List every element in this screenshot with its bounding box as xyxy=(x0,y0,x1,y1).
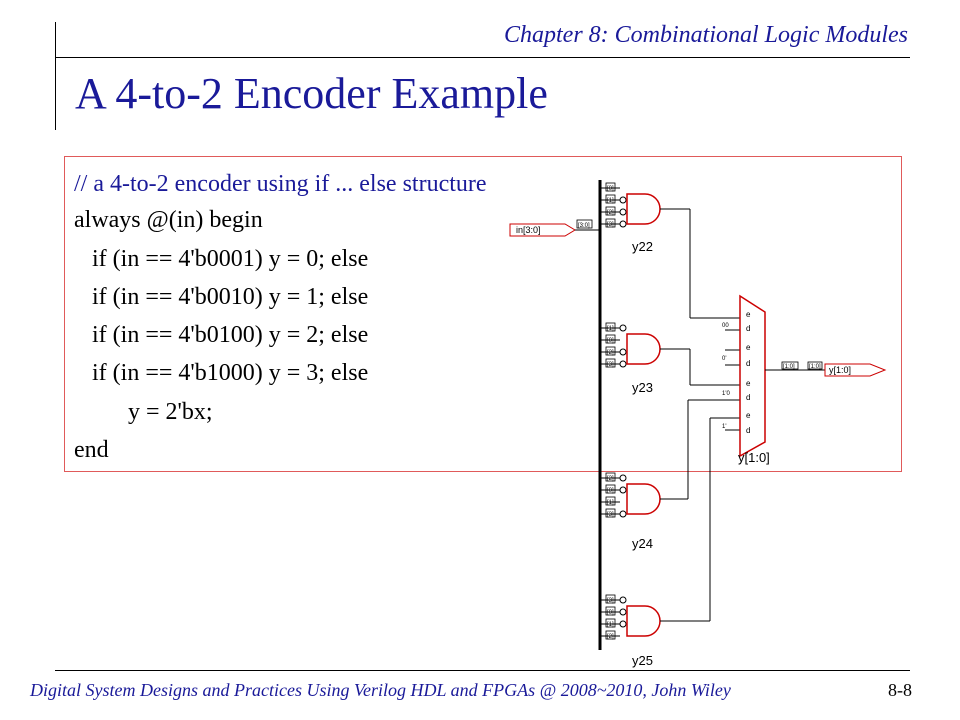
code-line: y = 2'bx; xyxy=(74,399,213,425)
title-bar xyxy=(55,22,56,130)
gate-pin-label: [3] xyxy=(607,362,614,368)
mux-data-label: 00 xyxy=(722,323,729,329)
and-gate-y22 xyxy=(600,182,690,228)
slide-title: A 4-to-2 Encoder Example xyxy=(75,69,548,118)
code-line: if (in == 4'b1000) y = 3; else xyxy=(74,360,369,386)
output-port-label: y[1:0] xyxy=(829,365,851,375)
header-rule xyxy=(55,57,910,58)
output-port xyxy=(824,363,887,377)
input-port xyxy=(509,223,576,237)
output-bus-label: [1:0] xyxy=(783,364,795,370)
gate-name-y25: y25 xyxy=(632,653,653,668)
code-line: end xyxy=(74,437,109,463)
and-gate-y24 xyxy=(600,472,688,518)
gate-pin-label: [3] xyxy=(607,512,614,518)
gate-name-y24: y24 xyxy=(632,536,653,551)
gate-pin-label: [3] xyxy=(607,598,614,604)
code-box xyxy=(64,156,902,472)
gate-name-y22: y22 xyxy=(632,239,653,254)
gate-pin-label: [3] xyxy=(607,222,614,228)
code-line: // a 4-to-2 encoder using if ... else st… xyxy=(74,171,487,197)
mux-pin-e: e xyxy=(746,379,751,388)
gate-pin-label: [2] xyxy=(607,476,614,482)
gate-pin-label: [1] xyxy=(607,326,614,332)
mux-pin-e: e xyxy=(746,310,751,319)
mux-pin-e: e xyxy=(746,343,751,352)
mux-name: y[1:0] xyxy=(738,450,770,465)
code-line: if (in == 4'b0100) y = 2; else xyxy=(74,322,369,348)
code-line: if (in == 4'b0010) y = 1; else xyxy=(74,284,369,310)
mux-pin-d: d xyxy=(746,359,750,368)
input-bus-tag xyxy=(576,219,593,229)
input-port-label: in[3:0] xyxy=(516,225,541,235)
chapter-header: Chapter 8: Combinational Logic Modules xyxy=(504,22,908,48)
footer-text: Digital System Designs and Practices Usi… xyxy=(30,680,731,700)
and-gate-y25 xyxy=(600,594,710,640)
gate-pin-label: [0] xyxy=(607,488,614,494)
footer-rule xyxy=(55,670,910,671)
input-bus-label: [3:0] xyxy=(578,223,590,229)
page-number: 8-8 xyxy=(888,680,912,700)
mux-pin-d: d xyxy=(746,393,750,402)
and-gate-y23 xyxy=(600,322,690,368)
gate-pin-label: [1] xyxy=(607,500,614,506)
code-line: always @(in) begin xyxy=(74,207,263,233)
mux-data-label: 1' xyxy=(722,424,726,430)
gate-pin-label: [1] xyxy=(607,198,614,204)
gate-name-y23: y23 xyxy=(632,380,653,395)
code-line: if (in == 4'b0001) y = 0; else xyxy=(74,246,369,272)
mux-pin-d: d xyxy=(746,324,750,333)
gate-pin-label: [2] xyxy=(607,350,614,356)
gate-pin-label: [2] xyxy=(607,210,614,216)
mux-pin-d: d xyxy=(746,426,750,435)
mux xyxy=(739,294,766,458)
gate-pin-label: [1] xyxy=(607,622,614,628)
gate-pin-label: [0] xyxy=(607,610,614,616)
mux-data-label: 0' xyxy=(722,356,726,362)
gate-pin-label: [2] xyxy=(607,634,614,640)
mux-pin-e: e xyxy=(746,411,751,420)
mux-data-label: 1'0 xyxy=(722,391,730,397)
output-bus-label: [1:0] xyxy=(809,364,821,370)
gate-pin-label: [0] xyxy=(607,186,614,192)
gate-pin-label: [0] xyxy=(607,338,614,344)
